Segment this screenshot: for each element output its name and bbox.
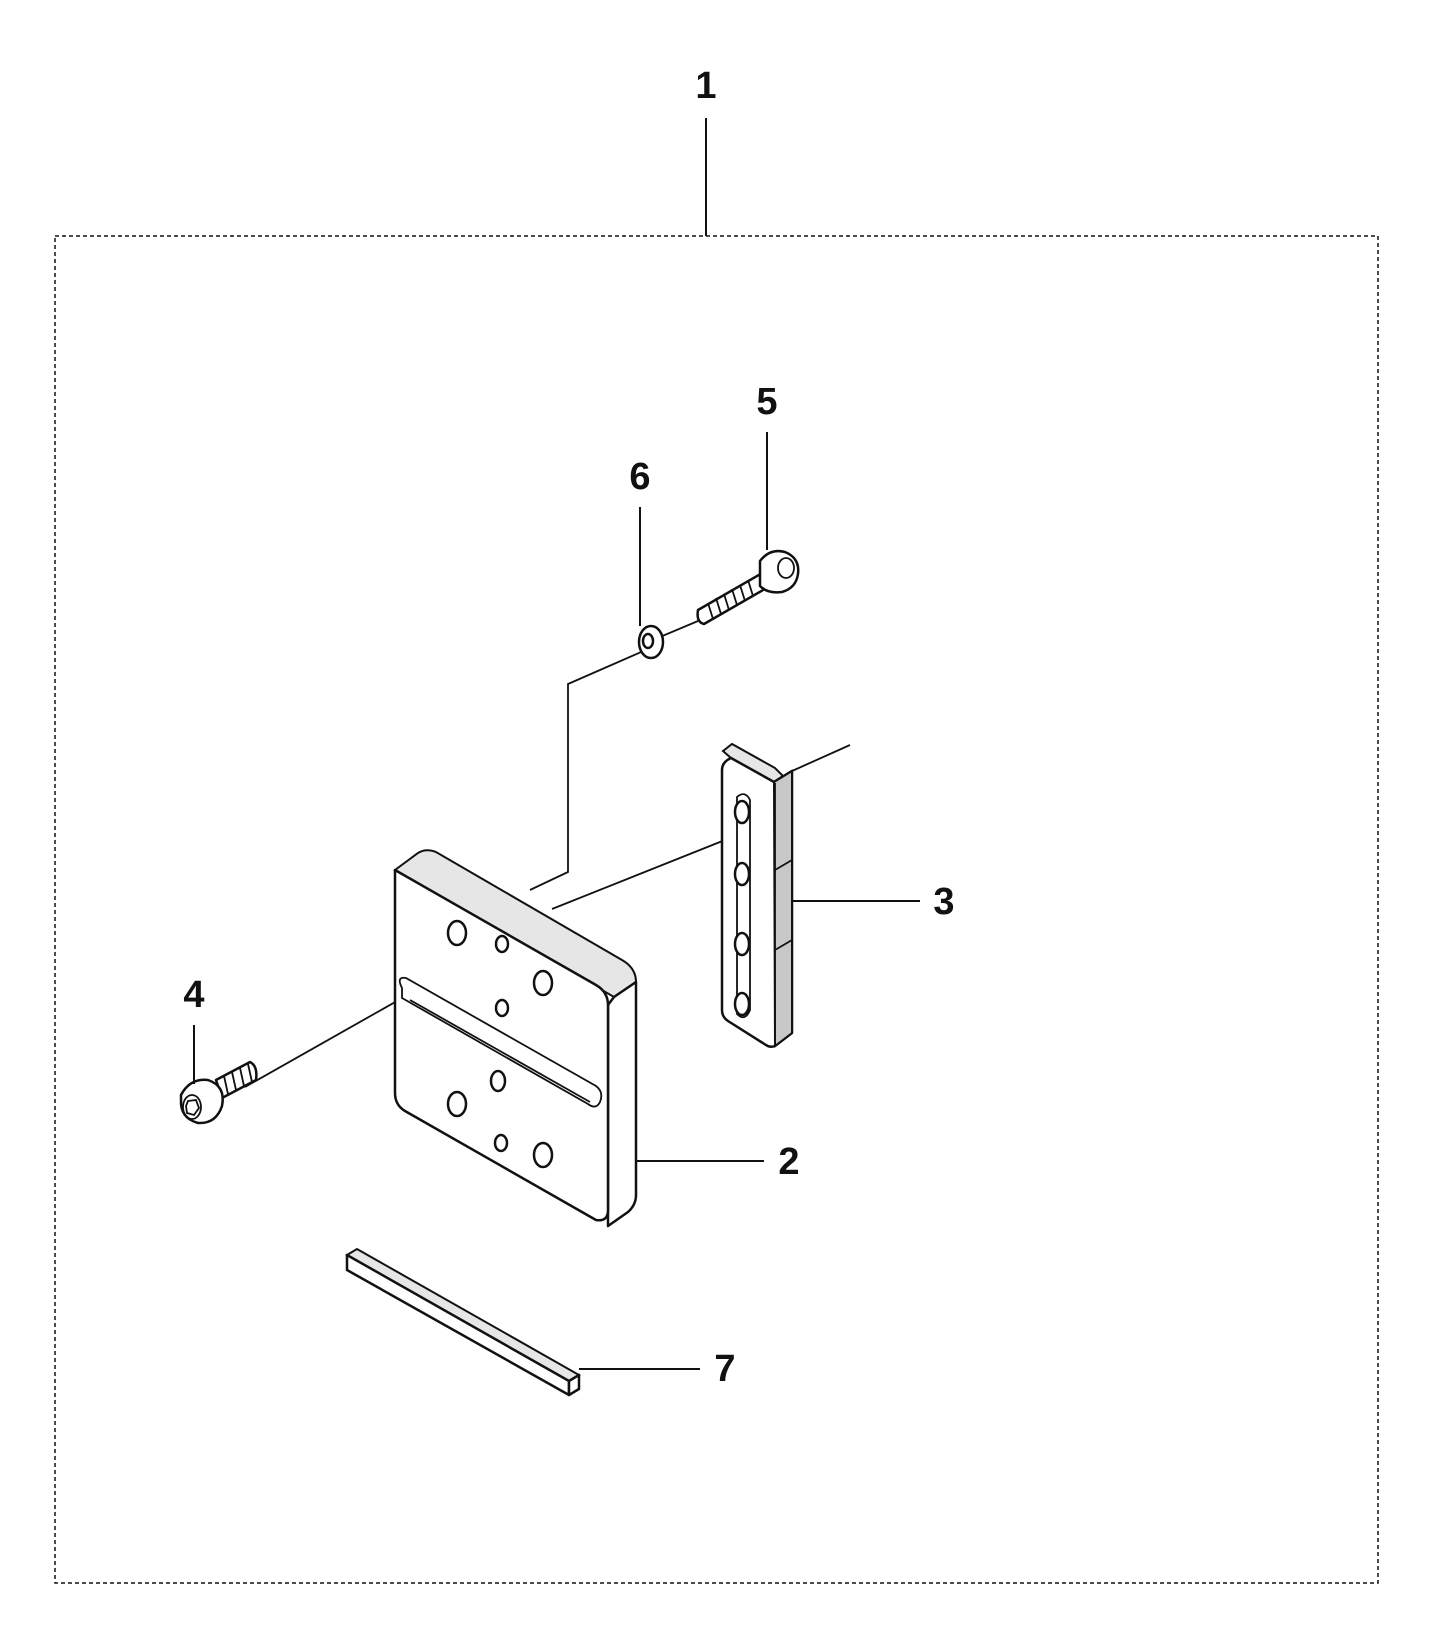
callout-4: 4 bbox=[183, 974, 204, 1016]
mounting-plate bbox=[393, 849, 638, 1228]
key-bar bbox=[345, 1247, 581, 1397]
guide-rail bbox=[720, 742, 794, 1049]
callout-1: 1 bbox=[695, 65, 716, 107]
cap-screw-upper bbox=[696, 549, 800, 626]
callout-3: 3 bbox=[933, 881, 954, 923]
kit-boundary bbox=[54, 235, 1379, 1584]
washer bbox=[637, 624, 665, 660]
callout-2: 2 bbox=[778, 1141, 799, 1183]
callout-6: 6 bbox=[629, 456, 650, 498]
callout-7: 7 bbox=[714, 1348, 735, 1390]
cap-screw-lower bbox=[179, 1060, 258, 1125]
callout-5: 5 bbox=[756, 381, 777, 423]
